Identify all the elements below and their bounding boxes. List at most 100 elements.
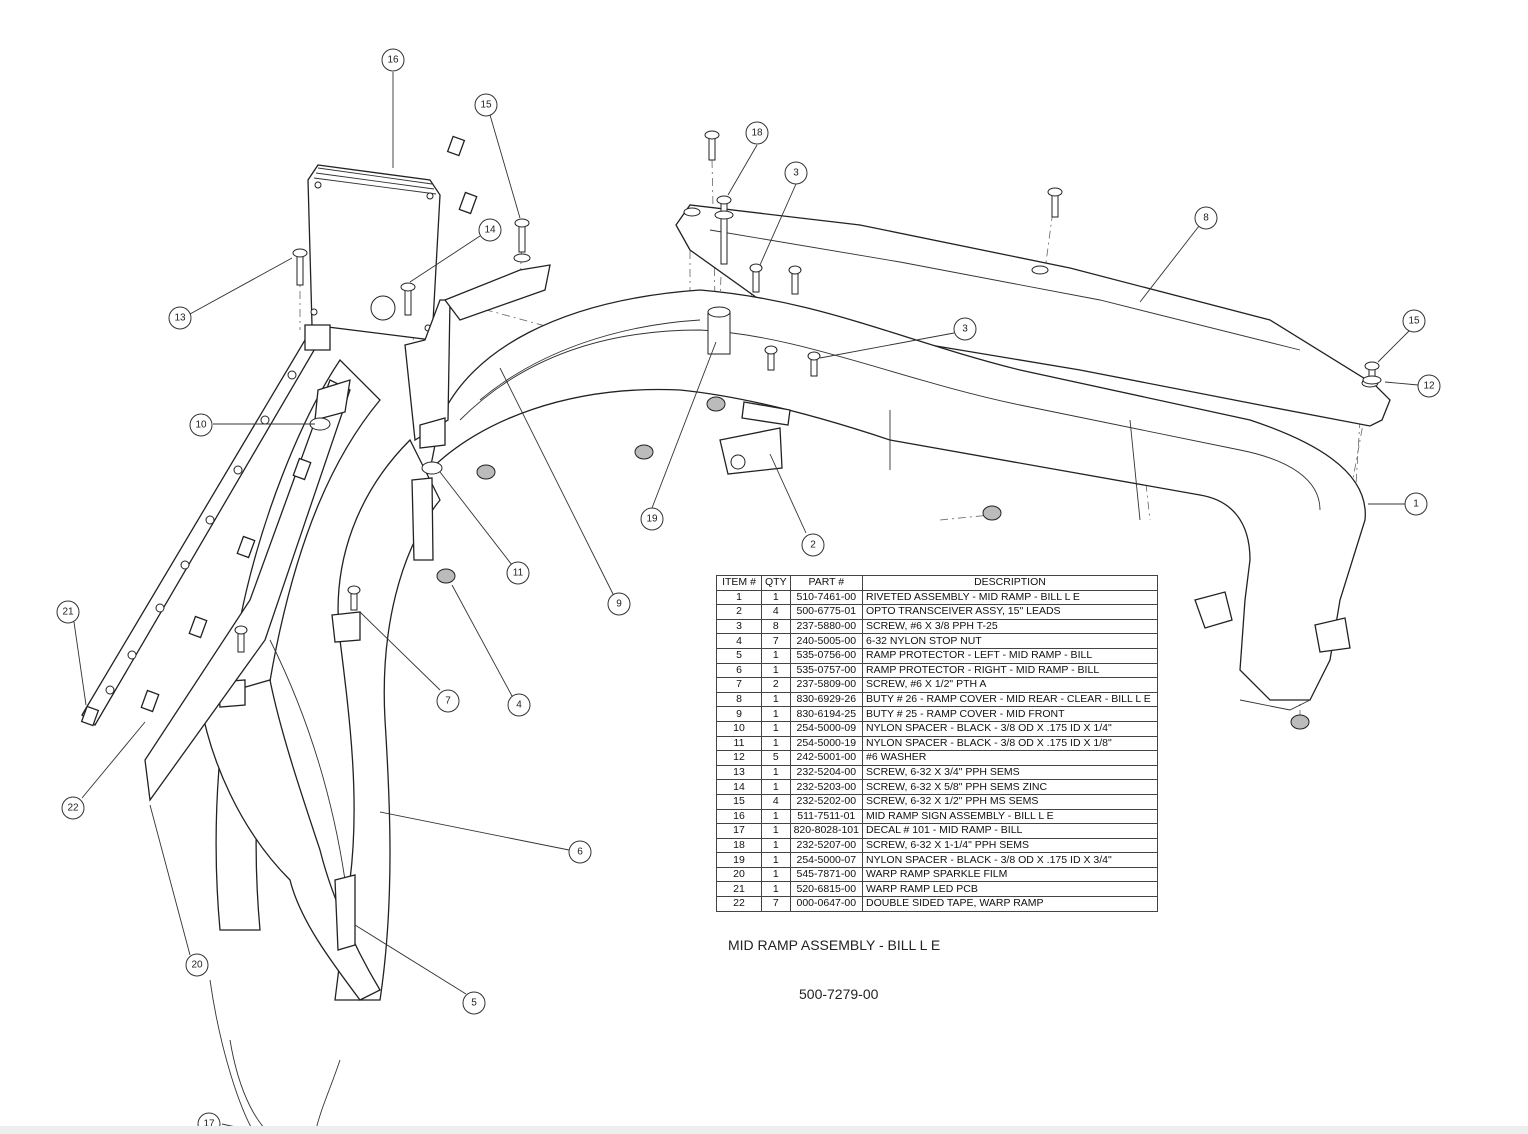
callout-7: 7: [436, 689, 460, 713]
callout-12: 12: [1417, 374, 1441, 398]
svg-text:5: 5: [471, 998, 477, 1009]
bom-cell-qty: 4: [761, 793, 791, 810]
bom-cell-description: SCREW, 6-32 X 1/2" PPH MS SEMS: [861, 793, 1158, 810]
bom-cell-description: SCREW, #6 X 1/2" PTH A: [861, 677, 1158, 693]
callout-3: 3: [784, 161, 808, 185]
svg-text:15: 15: [1408, 316, 1420, 327]
bom-cell-qty: 1: [761, 720, 791, 737]
svg-text:8: 8: [1203, 213, 1209, 224]
svg-text:6: 6: [577, 847, 583, 858]
callout-15: 15: [474, 93, 498, 117]
bom-cell-item: 20: [716, 866, 762, 883]
bom-cell-description: SCREW, 6-32 X 3/4" PPH SEMS: [861, 764, 1158, 781]
bom-cell-item: 15: [716, 793, 762, 810]
bom-cell-description: WARP RAMP LED PCB: [861, 881, 1158, 898]
page-bottom-edge: [0, 1126, 1528, 1134]
callout-balloons: 16 15 18 3 8 14 13 3 15 12 10 1 19 2 11 …: [56, 48, 1441, 1134]
bom-cell-qty: 1: [761, 691, 791, 708]
bom-cell-item: 17: [716, 823, 762, 839]
svg-text:4: 4: [516, 700, 522, 711]
svg-text:9: 9: [616, 599, 622, 610]
svg-text:20: 20: [191, 960, 203, 971]
leader-lines: [73, 72, 1419, 1134]
bom-cell-item: 16: [716, 808, 762, 825]
svg-text:3: 3: [793, 168, 799, 179]
bom-cell-qty: 1: [761, 706, 791, 722]
svg-text:12: 12: [1423, 381, 1435, 392]
bom-cell-qty: 1: [761, 647, 791, 664]
bom-cell-description: RAMP PROTECTOR - LEFT - MID RAMP - BILL: [861, 647, 1158, 664]
bom-cell-part: 232-5203-00: [789, 779, 863, 795]
bom-cell-description: OPTO TRANSCEIVER ASSY, 15" LEADS: [861, 604, 1158, 620]
bom-cell-qty: 1: [761, 764, 791, 781]
bom-cell-item: 14: [716, 779, 762, 795]
svg-text:16: 16: [387, 55, 399, 66]
bom-cell-part: 535-0756-00: [789, 647, 863, 664]
bom-cell-item: 5: [716, 647, 762, 664]
callout-22: 22: [61, 796, 85, 820]
bom-cell-qty: 1: [761, 837, 791, 854]
bom-cell-part: 242-5001-00: [789, 750, 863, 766]
svg-text:2: 2: [810, 540, 816, 551]
bom-cell-description: BUTY # 26 - RAMP COVER - MID REAR - CLEA…: [861, 691, 1158, 708]
bom-cell-qty: 1: [761, 589, 791, 606]
bom-header-description: DESCRIPTION: [861, 575, 1158, 591]
bom-cell-part: 000-0647-00: [789, 896, 863, 912]
bom-cell-item: 4: [716, 633, 762, 649]
bom-header-part: PART #: [789, 575, 863, 591]
callout-2: 2: [801, 533, 825, 557]
callout-6: 6: [568, 840, 592, 864]
bom-cell-qty: 1: [761, 852, 791, 868]
bom-cell-part: 545-7871-00: [789, 866, 863, 883]
bom-cell-item: 12: [716, 750, 762, 766]
bom-cell-part: 254-5000-19: [789, 735, 863, 752]
bom-cell-item: 10: [716, 720, 762, 737]
svg-text:17: 17: [203, 1119, 215, 1130]
bom-cell-item: 21: [716, 881, 762, 898]
bom-cell-qty: 1: [761, 779, 791, 795]
bom-cell-item: 6: [716, 662, 762, 679]
tape-pads: [80, 135, 478, 727]
callout-1: 1: [1404, 492, 1428, 516]
callout-11: 11: [506, 561, 530, 585]
callout-4: 4: [507, 693, 531, 717]
bom-cell-description: WARP RAMP SPARKLE FILM: [861, 866, 1158, 883]
callout-8: 8: [1194, 206, 1218, 230]
bom-cell-item: 2: [716, 604, 762, 620]
bom-cell-item: 3: [716, 618, 762, 635]
bom-cell-part: 830-6929-26: [789, 691, 863, 708]
bom-cell-qty: 1: [761, 735, 791, 752]
bom-cell-part: 511-7511-01: [789, 808, 863, 825]
bom-cell-part: 500-6775-01: [789, 604, 863, 620]
bom-cell-part: 535-0757-00: [789, 662, 863, 679]
svg-text:22: 22: [67, 803, 79, 814]
bom-cell-part: 232-5202-00: [789, 793, 863, 810]
bom-header-item: ITEM #: [716, 575, 762, 591]
svg-text:19: 19: [646, 514, 658, 525]
svg-text:21: 21: [62, 607, 74, 618]
drawing-number: 500-7279-00: [799, 986, 879, 1002]
bom-cell-part: 237-5880-00: [789, 618, 863, 635]
bom-cell-item: 13: [716, 764, 762, 781]
bom-cell-description: NYLON SPACER - BLACK - 3/8 OD X .175 ID …: [861, 720, 1158, 737]
bom-cell-description: RAMP PROTECTOR - RIGHT - MID RAMP - BILL: [861, 662, 1158, 679]
callout-19: 19: [640, 507, 664, 531]
callout-21: 21: [56, 600, 80, 624]
assembly-title: MID RAMP ASSEMBLY - BILL L E: [728, 937, 941, 953]
bom-cell-part: 510-7461-00: [789, 589, 863, 606]
